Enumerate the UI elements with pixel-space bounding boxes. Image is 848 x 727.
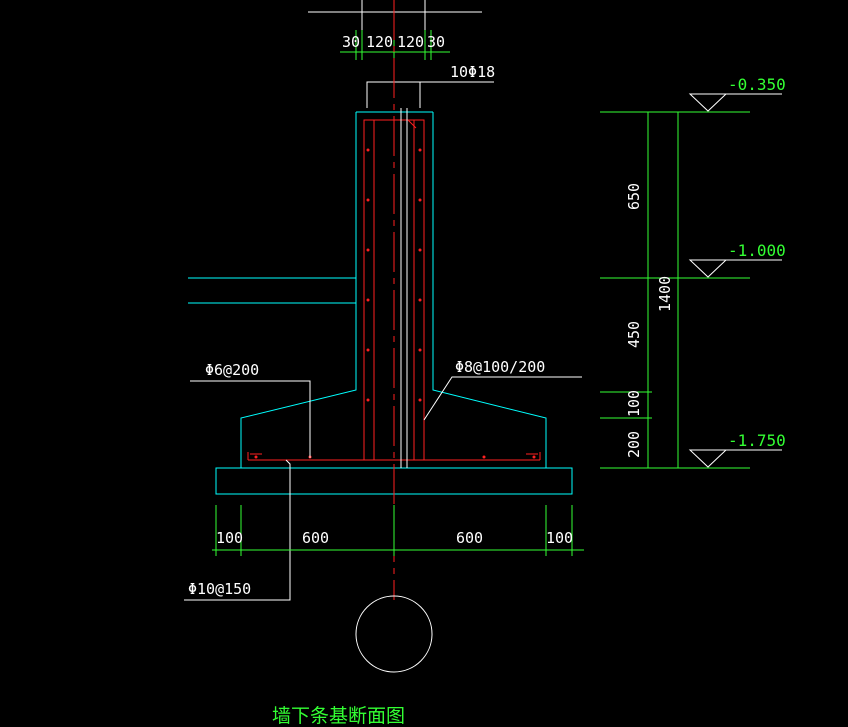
axis-bubble <box>355 595 433 673</box>
dim-vert-100: 100 <box>625 390 643 417</box>
elevation-minus-1-000: -1.000 <box>728 241 786 260</box>
elevation-marks <box>688 93 782 468</box>
dim-top-30-left: 30 <box>342 33 360 51</box>
drawing-title: 墙下条基断面图 <box>272 705 405 727</box>
vertical-dimension-labels: 650 450 100 200 1400 <box>625 183 674 458</box>
dim-vert-650: 650 <box>625 183 643 210</box>
longitudinal-rebar-label: 10Φ18 <box>450 63 495 81</box>
elevation-labels: -0.350 -1.000 -1.750 <box>728 75 786 450</box>
elevation-minus-0-350: -0.350 <box>728 75 786 94</box>
elevation-minus-1-750: -1.750 <box>728 431 786 450</box>
top-dimension-labels: 30 120 120 30 <box>342 33 445 51</box>
dim-top-120-left: 120 <box>366 33 393 51</box>
bottom-dimension-labels: 100 600 600 100 <box>216 529 573 547</box>
vertical-dimension-chain <box>600 111 750 469</box>
concrete-outline <box>188 111 573 495</box>
longitudinal-rebar-leader <box>366 81 494 108</box>
dim-top-30-right: 30 <box>427 33 445 51</box>
bottom-rebar-leader <box>184 459 291 601</box>
dim-top-120-right: 120 <box>397 33 424 51</box>
distribution-label: Φ6@200 <box>205 361 259 379</box>
rebar-dots <box>254 148 536 459</box>
bottom-dimension-chain <box>212 505 584 556</box>
stirrup-leader <box>423 376 582 421</box>
distribution-leader <box>190 380 311 458</box>
dim-bottom-600-left: 600 <box>302 529 329 547</box>
bottom-rebar-label: Φ10@150 <box>188 580 251 598</box>
dim-bottom-100-left: 100 <box>216 529 243 547</box>
dim-bottom-100-right: 100 <box>546 529 573 547</box>
dim-vert-1400: 1400 <box>656 276 674 312</box>
dim-bottom-600-right: 600 <box>456 529 483 547</box>
wall-core-lines <box>400 108 408 468</box>
top-extension-lines <box>308 0 482 60</box>
dim-vert-450: 450 <box>625 321 643 348</box>
stirrup-label: Φ8@100/200 <box>455 358 545 376</box>
dim-vert-200: 200 <box>625 431 643 458</box>
